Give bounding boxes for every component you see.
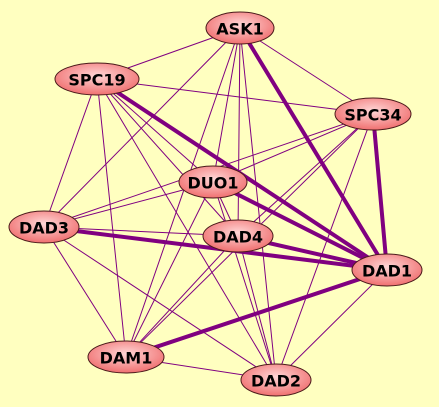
edge-duo1-dad1 — [211, 180, 389, 272]
edge-spc19-dam1 — [96, 78, 127, 358]
edge-spc19-dad3 — [43, 78, 98, 228]
node-label: SPC19 — [68, 71, 125, 90]
edge-spc34-dad2 — [275, 113, 374, 381]
edge-ask1-dam1 — [125, 27, 241, 358]
node-ellipse — [54, 62, 140, 96]
edge-spc34-dad4 — [237, 113, 374, 237]
node-label: DAD3 — [19, 219, 69, 238]
edge-ask1-dad3 — [43, 27, 241, 228]
node-spc19[interactable]: SPC19 — [54, 62, 140, 96]
node-label: ASK1 — [216, 20, 263, 39]
node-label: DAM1 — [100, 349, 153, 368]
edge-ask1-dad1 — [238, 26, 389, 272]
node-ellipse — [8, 210, 80, 244]
edge-spc19-spc34 — [96, 78, 374, 115]
node-ellipse — [351, 253, 423, 287]
edge-dam1-dad1 — [124, 268, 389, 359]
edge-dad3-dam1 — [43, 226, 127, 358]
node-ellipse — [205, 11, 275, 45]
edge-dad3-dad2 — [43, 226, 277, 381]
node-ask1[interactable]: ASK1 — [205, 11, 275, 45]
node-duo1[interactable]: DUO1 — [178, 165, 248, 199]
node-dad1[interactable]: DAD1 — [351, 253, 423, 287]
node-label: DUO1 — [187, 174, 238, 193]
node-ellipse — [334, 97, 412, 131]
node-ellipse — [87, 340, 165, 374]
edge-dad4-dam1 — [125, 235, 239, 358]
edge-dad2-dad1 — [275, 269, 388, 381]
node-spc34[interactable]: SPC34 — [334, 97, 412, 131]
edge-spc19-duo1 — [96, 78, 214, 183]
node-dam1[interactable]: DAM1 — [87, 340, 165, 374]
node-dad3[interactable]: DAD3 — [8, 210, 80, 244]
edge-dad4-dad2 — [237, 235, 277, 381]
node-ellipse — [240, 363, 312, 397]
node-label: DAD2 — [251, 372, 301, 391]
node-label: DAD1 — [362, 262, 412, 281]
edge-ask1-dad4 — [237, 27, 241, 237]
edge-duo1-dam1 — [125, 181, 214, 358]
node-dad4[interactable]: DAD4 — [202, 219, 274, 253]
node-ellipse — [178, 165, 248, 199]
edge-duo1-dad2 — [212, 181, 277, 381]
edge-ask1-spc34 — [239, 27, 374, 115]
edge-spc19-dad2 — [96, 78, 277, 381]
node-ellipse — [202, 219, 274, 253]
node-label: SPC34 — [344, 106, 401, 125]
edge-spc34-dad1 — [371, 112, 389, 272]
node-dad2[interactable]: DAD2 — [240, 363, 312, 397]
node-label: DAD4 — [213, 228, 263, 247]
edge-spc19-dad4 — [96, 78, 239, 237]
